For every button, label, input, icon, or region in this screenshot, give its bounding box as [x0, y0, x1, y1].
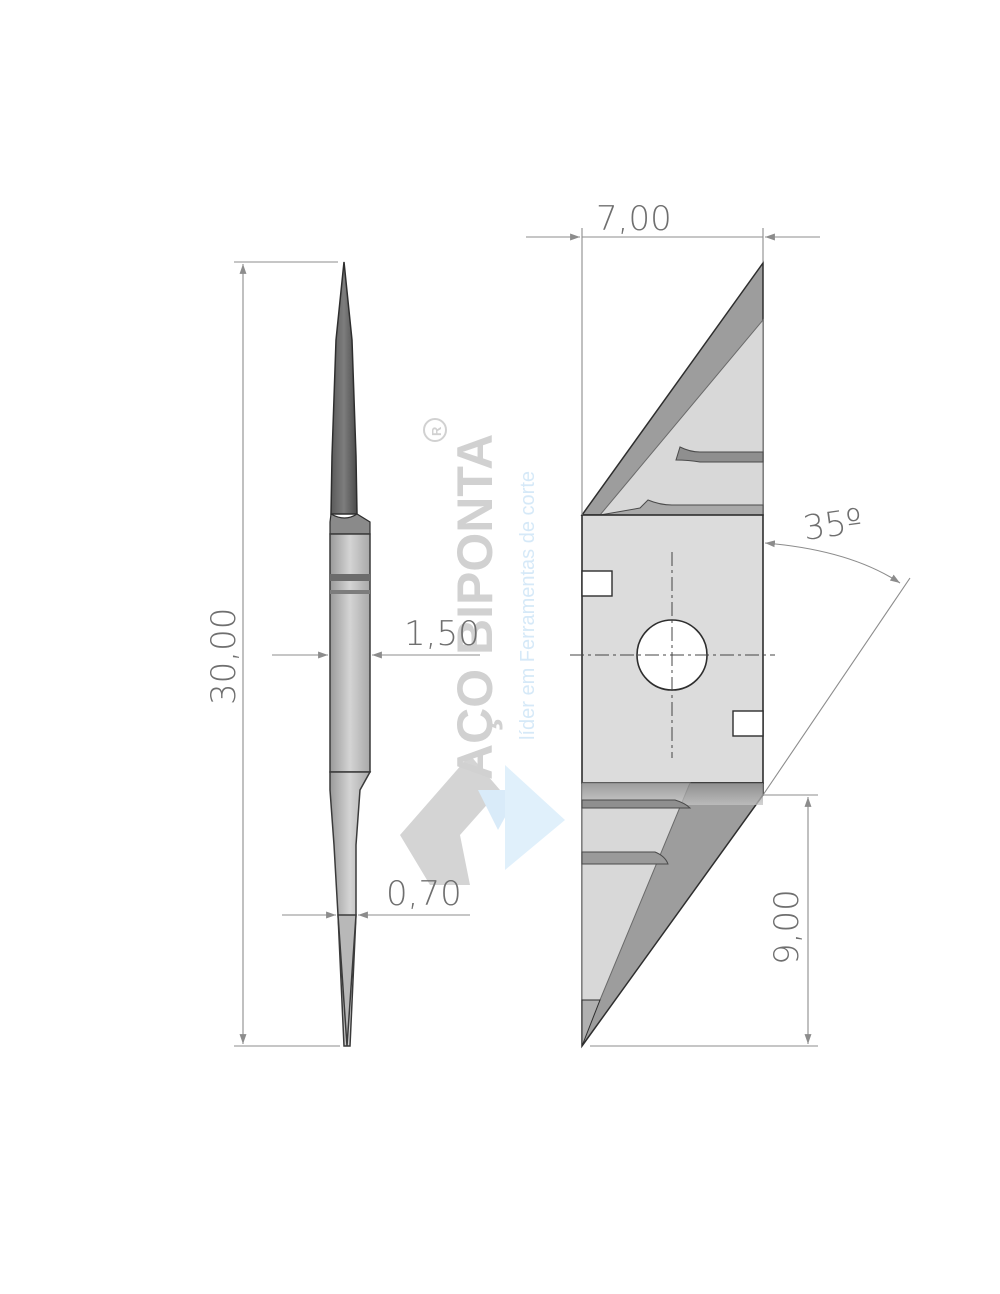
dimension-lines	[234, 228, 911, 1047]
watermark-tagline: líder em Ferramentas de corte	[517, 471, 539, 740]
front-upper-groove-1	[675, 446, 764, 463]
side-groove-1	[330, 574, 370, 581]
angle-ref-line	[762, 577, 911, 796]
front-left-notch	[581, 570, 613, 597]
watermark-brand: AÇO BIPONTA	[447, 434, 503, 780]
dim-width-label: 7,00	[596, 199, 672, 239]
blade-side-view	[329, 261, 372, 1047]
front-lower-groove-1	[581, 799, 692, 809]
watermark-logo-gray-shape	[400, 755, 500, 885]
dim-angle-label: 35º	[801, 501, 865, 549]
dim-height-label: 30,00	[204, 608, 244, 705]
dim-lower-height-label: 9,00	[767, 889, 807, 965]
side-body	[329, 533, 371, 773]
watermark-registered-circle	[423, 418, 447, 442]
watermark-registered: R	[429, 426, 444, 436]
side-lower-tip	[337, 914, 357, 1047]
dim-thickness-label: 1,50	[404, 614, 480, 654]
front-right-notch	[732, 710, 764, 737]
watermark-logo-blue-shape-2	[505, 765, 565, 870]
dim-tip-thickness-label: 0,70	[386, 874, 462, 914]
side-shoulder	[329, 513, 371, 535]
watermark: AÇO BIPONTA líder em Ferramentas de cort…	[400, 418, 565, 885]
front-lower-groove-2	[581, 851, 669, 865]
angle-arc	[764, 540, 901, 584]
blade-front-view	[570, 260, 775, 1049]
side-lower-taper	[329, 771, 372, 1047]
front-upper-face	[598, 318, 764, 516]
side-groove-2	[330, 590, 370, 594]
side-upper-tip	[330, 261, 358, 515]
front-lower-edge	[581, 999, 601, 1047]
